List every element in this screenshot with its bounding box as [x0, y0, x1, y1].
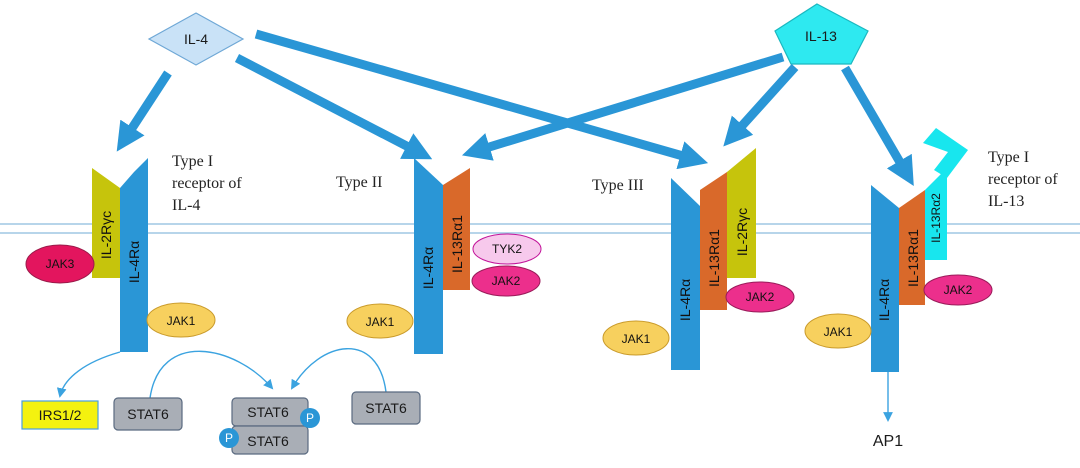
jak1-kinase	[804, 313, 872, 349]
type2-receptor: IL-4Rα IL-13Rα1 TYK2 JAK2 JAK1 Type II	[336, 158, 542, 354]
arrow-il13-type3	[723, 63, 799, 147]
arrow-il4-type2	[234, 54, 433, 160]
downstream-signaling: IRS1/2 STAT6 STAT6 STAT6 STAT6 P P AP1	[21, 348, 903, 455]
svg-text:STAT6: STAT6	[127, 406, 169, 422]
type1-il13-caption-3: IL-13	[988, 193, 1024, 210]
svg-text:JAK1: JAK1	[622, 332, 651, 346]
jak1-kinase	[146, 302, 216, 338]
type1-il4-caption-1: Type I	[172, 153, 213, 170]
svg-text:IL-13Rα2: IL-13Rα2	[929, 193, 943, 243]
il13ra1-chain	[443, 168, 470, 290]
svg-text:IL-2Rγc: IL-2Rγc	[98, 211, 114, 259]
jak1-kinase	[602, 320, 670, 356]
arrow-stat6-right	[291, 348, 387, 393]
type1-il4-caption-3: IL-4	[172, 197, 200, 214]
jak3-kinase	[25, 244, 95, 284]
il13ra2-hook	[923, 128, 968, 178]
arrow-il13-type2	[461, 52, 785, 161]
svg-text:IL-4Rα: IL-4Rα	[876, 279, 892, 321]
il13ra1-chain	[700, 172, 727, 310]
svg-text:P: P	[225, 431, 233, 445]
svg-text:JAK2: JAK2	[944, 283, 973, 297]
type2-caption: Type II	[336, 174, 382, 191]
arrow-to-irs	[56, 351, 121, 398]
svg-text:IL-13Rα1: IL-13Rα1	[905, 229, 921, 287]
phospho-bottom	[219, 428, 239, 448]
arrow-il4-type1	[116, 70, 172, 152]
stat6-box-left	[113, 397, 183, 431]
il4ra-chain	[671, 178, 700, 370]
svg-text:IL-4Rα: IL-4Rα	[126, 241, 142, 283]
svg-text:IRS1/2: IRS1/2	[39, 407, 82, 423]
type1-il13-caption-2: receptor of	[988, 171, 1058, 188]
type3-caption: Type III	[592, 177, 644, 194]
il4ra-chain	[871, 185, 899, 372]
jak2-kinase	[471, 265, 541, 297]
svg-text:IL-2Rγc: IL-2Rγc	[734, 208, 750, 256]
svg-text:JAK2: JAK2	[746, 290, 775, 304]
svg-text:JAK1: JAK1	[167, 314, 196, 328]
svg-text:STAT6: STAT6	[365, 400, 407, 416]
arrow-stat6-left	[149, 350, 274, 399]
il4ra-chain	[414, 158, 443, 354]
type1-il13-caption-1: Type I	[988, 149, 1029, 166]
type1-il4-receptor: IL-2Rγc IL-4Rα JAK3 JAK1 Type I receptor…	[25, 153, 242, 352]
jak1-kinase	[346, 303, 414, 339]
svg-text:JAK3: JAK3	[46, 257, 75, 271]
type1-il4-caption-2: receptor of	[172, 175, 242, 192]
svg-text:JAK1: JAK1	[366, 315, 395, 329]
il13-label: IL-13	[805, 28, 837, 44]
svg-text:JAK2: JAK2	[492, 274, 521, 288]
il13ra1-chain	[899, 190, 925, 305]
ap1-label: AP1	[873, 433, 903, 450]
il2rgc-chain	[727, 148, 756, 278]
irs-box	[21, 400, 99, 430]
jak2-kinase	[725, 281, 795, 313]
svg-text:TYK2: TYK2	[492, 242, 522, 256]
stat6-box-right	[351, 391, 421, 425]
type1-il13-receptor: IL-4Rα IL-13Rα1 IL-13Rα2 JAK2 JAK1 Type …	[804, 128, 1058, 372]
binding-arrows	[116, 29, 914, 186]
il4-label: IL-4	[184, 31, 208, 47]
phospho-top	[300, 408, 320, 428]
tyk2-kinase	[472, 233, 542, 265]
svg-text:IL-13Rα1: IL-13Rα1	[706, 229, 722, 287]
type3-receptor: IL-4Rα IL-13Rα1 IL-2Rγc JAK2 JAK1 Type I…	[592, 148, 795, 370]
svg-text:IL-4Rα: IL-4Rα	[677, 279, 693, 321]
il2rgc-chain	[92, 168, 120, 278]
jak2-kinase	[923, 274, 993, 306]
arrow-il13-type1	[841, 65, 914, 186]
il4-ligand: IL-4	[147, 12, 245, 66]
svg-text:IL-4Rα: IL-4Rα	[420, 247, 436, 289]
svg-text:STAT6: STAT6	[247, 404, 289, 420]
il13ra2-chain	[925, 168, 947, 260]
svg-text:JAK1: JAK1	[824, 325, 853, 339]
svg-text:P: P	[306, 411, 314, 425]
il4ra-chain	[120, 158, 148, 352]
svg-text:IL-13Rα1: IL-13Rα1	[449, 215, 465, 273]
arrow-il4-type3	[254, 29, 709, 170]
svg-text:STAT6: STAT6	[247, 433, 289, 449]
il13-ligand: IL-13	[774, 3, 869, 65]
